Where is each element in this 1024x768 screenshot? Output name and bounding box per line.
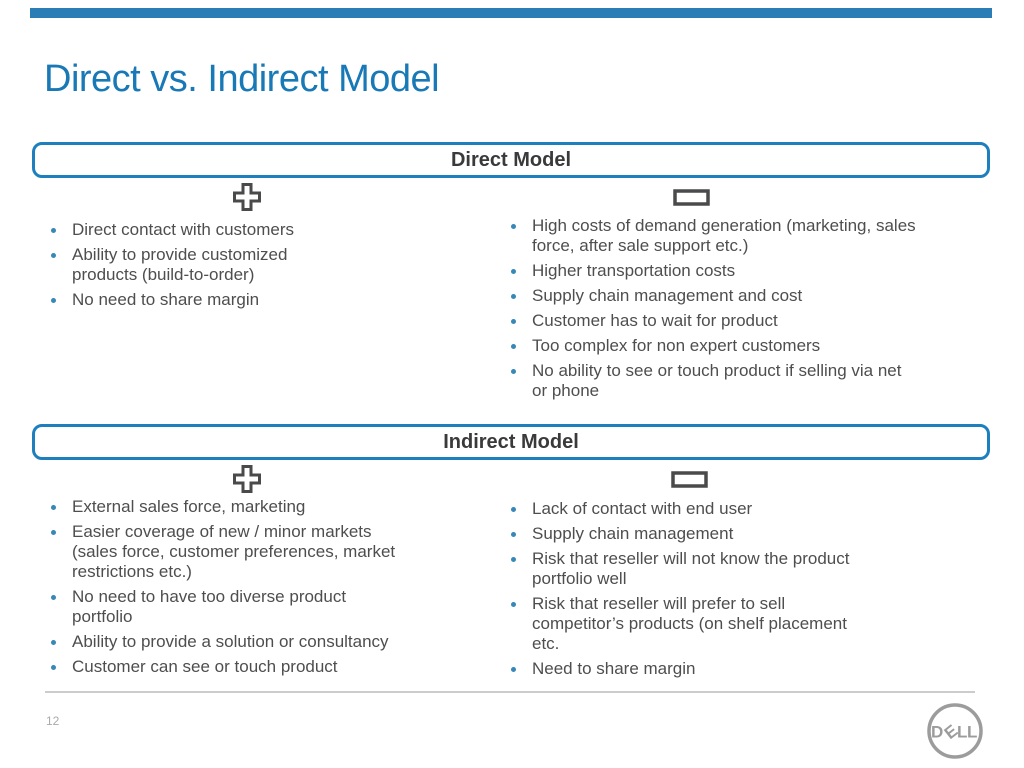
indirect-pros-list: External sales force, marketing Easier c… (48, 497, 408, 682)
list-item-text: Easier coverage of new / minor markets (… (72, 522, 396, 581)
list-item: External sales force, marketing (48, 497, 408, 517)
svg-text:L: L (967, 723, 977, 742)
list-item-text: Higher transportation costs (532, 261, 736, 280)
svg-text:D: D (931, 723, 943, 742)
bullet-icon (511, 507, 516, 512)
bullet-icon (51, 253, 56, 258)
list-item-text: Ability to provide customized products (… (72, 245, 288, 284)
list-item: Need to share margin (508, 659, 878, 679)
svg-text:L: L (957, 723, 967, 742)
list-item-text: External sales force, marketing (72, 497, 306, 516)
list-item-text: Lack of contact with end user (532, 499, 753, 518)
bullet-icon (511, 369, 516, 374)
direct-cons-list: High costs of demand generation (marketi… (508, 216, 916, 406)
plus-icon (231, 181, 263, 213)
list-item: Customer can see or touch product (48, 657, 408, 677)
bullet-icon (51, 505, 56, 510)
direct-model-header-box: Direct Model (32, 142, 990, 178)
minus-icon (673, 189, 711, 207)
list-item-text: Customer can see or touch product (72, 657, 338, 676)
list-item: Too complex for non expert customers (508, 336, 916, 356)
bullet-icon (511, 224, 516, 229)
list-item-text: Ability to provide a solution or consult… (72, 632, 389, 651)
bullet-icon (51, 640, 56, 645)
list-item-text: Supply chain management (532, 524, 734, 543)
list-item: Customer has to wait for product (508, 311, 916, 331)
list-item: Ability to provide customized products (… (48, 245, 320, 285)
bullet-icon (511, 532, 516, 537)
bullet-icon (511, 294, 516, 299)
list-item: Risk that reseller will not know the pro… (508, 549, 878, 589)
indirect-model-header-label: Indirect Model (443, 430, 579, 453)
direct-pros-list: Direct contact with customers Ability to… (48, 220, 320, 315)
bullet-icon (511, 319, 516, 324)
bullet-icon (51, 530, 56, 535)
list-item-text: Need to share margin (532, 659, 696, 678)
list-item: No need to share margin (48, 290, 320, 310)
list-item: Higher transportation costs (508, 261, 916, 281)
list-item: No need to have too diverse product port… (48, 587, 408, 627)
page-number: 12 (46, 714, 60, 728)
list-item: Risk that reseller will prefer to sell c… (508, 594, 878, 654)
bullet-icon (51, 298, 56, 303)
indirect-cons-list: Lack of contact with end user Supply cha… (508, 499, 878, 684)
list-item: Direct contact with customers (48, 220, 320, 240)
list-item: Supply chain management (508, 524, 878, 544)
list-item-text: Supply chain management and cost (532, 286, 803, 305)
list-item: Supply chain management and cost (508, 286, 916, 306)
bullet-icon (511, 269, 516, 274)
bullet-icon (51, 228, 56, 233)
list-item: Lack of contact with end user (508, 499, 878, 519)
top-accent-bar (30, 8, 992, 18)
minus-icon (671, 471, 709, 489)
list-item-text: No need to have too diverse product port… (72, 587, 347, 626)
footer-divider (45, 691, 975, 693)
direct-model-header-label: Direct Model (450, 148, 572, 171)
page-title: Direct vs. Indirect Model (44, 58, 440, 100)
dell-logo-icon: D E L L (924, 700, 986, 762)
list-item-text: Risk that reseller will not know the pro… (532, 549, 850, 588)
bullet-icon (511, 602, 516, 607)
plus-icon (231, 463, 263, 495)
list-item-text: High costs of demand generation (marketi… (532, 216, 916, 255)
list-item: Easier coverage of new / minor markets (… (48, 522, 408, 582)
list-item: Ability to provide a solution or consult… (48, 632, 408, 652)
bullet-icon (511, 344, 516, 349)
bullet-icon (51, 595, 56, 600)
bullet-icon (511, 667, 516, 672)
list-item-text: Customer has to wait for product (532, 311, 778, 330)
list-item-text: No ability to see or touch product if se… (532, 361, 902, 400)
list-item-text: Too complex for non expert customers (532, 336, 821, 355)
indirect-model-header-box: Indirect Model (32, 424, 990, 460)
bullet-icon (51, 665, 56, 670)
list-item-text: No need to share margin (72, 290, 260, 309)
list-item-text: Direct contact with customers (72, 220, 295, 239)
list-item-text: Risk that reseller will prefer to sell c… (532, 594, 847, 653)
list-item: High costs of demand generation (marketi… (508, 216, 916, 256)
list-item: No ability to see or touch product if se… (508, 361, 916, 401)
bullet-icon (511, 557, 516, 562)
